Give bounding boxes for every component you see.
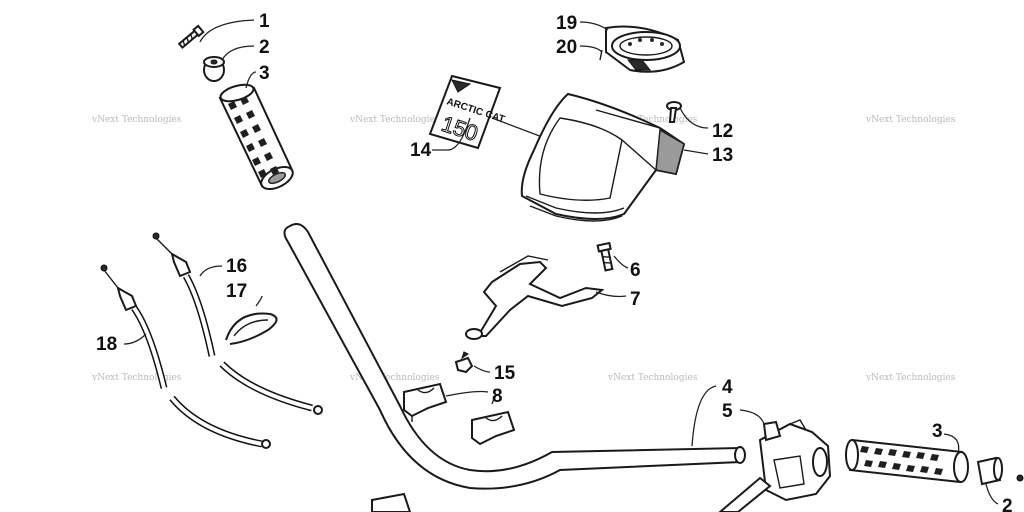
callout-18: 18	[96, 334, 117, 355]
watermark: vNext Technologies	[349, 373, 440, 383]
watermark: vNext Technologies	[91, 373, 182, 383]
clip-part-15: 15	[454, 351, 516, 384]
cable-part-16: 16	[152, 232, 323, 415]
callout-15: 15	[494, 363, 516, 384]
grip-part-3	[218, 83, 294, 190]
watermark: vNext Technologies	[607, 373, 698, 383]
speedometer-part-19: 19 20	[556, 13, 686, 73]
callout-4: 4	[722, 377, 733, 398]
clamp-part-8: 8	[371, 382, 516, 512]
watermark: vNext Technologies	[865, 373, 956, 383]
handlebar-part-4: 4	[283, 223, 746, 490]
grip-part-3-right: 3	[845, 421, 969, 484]
screw-part-12: 12 13	[666, 101, 733, 166]
callout-7: 7	[630, 289, 641, 310]
watermark: vNext Technologies	[91, 115, 182, 125]
grip-assembly-left: 1 2 3	[177, 11, 294, 190]
callout-16: 16	[226, 256, 247, 277]
callout-1: 1	[259, 11, 270, 32]
screw-part-1	[177, 24, 205, 50]
callout-5: 5	[722, 401, 733, 422]
callout-13: 13	[712, 145, 733, 166]
callout-2: 2	[259, 37, 270, 58]
callout-8: 8	[492, 386, 503, 407]
callout-17: 17	[226, 281, 247, 302]
callout-19: 19	[556, 13, 577, 34]
callout-12: 12	[712, 121, 733, 142]
handlebar-cover-part-13	[520, 92, 686, 222]
bracket-part-7: 7	[465, 255, 641, 340]
callout-6: 6	[630, 260, 641, 281]
throttle-housing-part-5: 5	[718, 401, 832, 512]
watermarks: vNext Technologies vNext Technologies vN…	[91, 115, 956, 383]
watermark: vNext Technologies	[607, 115, 698, 125]
cable-part-18: 18	[96, 264, 271, 449]
end-cap-part-2-right: 2	[976, 456, 1024, 512]
bolt-part-6	[596, 241, 614, 272]
callout-14: 14	[410, 140, 432, 161]
callout-3: 3	[259, 63, 270, 84]
callout-20: 20	[556, 37, 577, 58]
callout-3-right: 3	[932, 421, 943, 442]
watermark: vNext Technologies	[865, 115, 956, 125]
cable-tie-part-17: 17	[225, 281, 278, 345]
watermark: vNext Technologies	[349, 115, 440, 125]
decal-part-14: ARCTIC CAT 150 14	[410, 74, 567, 161]
end-cap-part-2	[203, 56, 225, 82]
callout-2-right: 2	[1002, 496, 1013, 512]
